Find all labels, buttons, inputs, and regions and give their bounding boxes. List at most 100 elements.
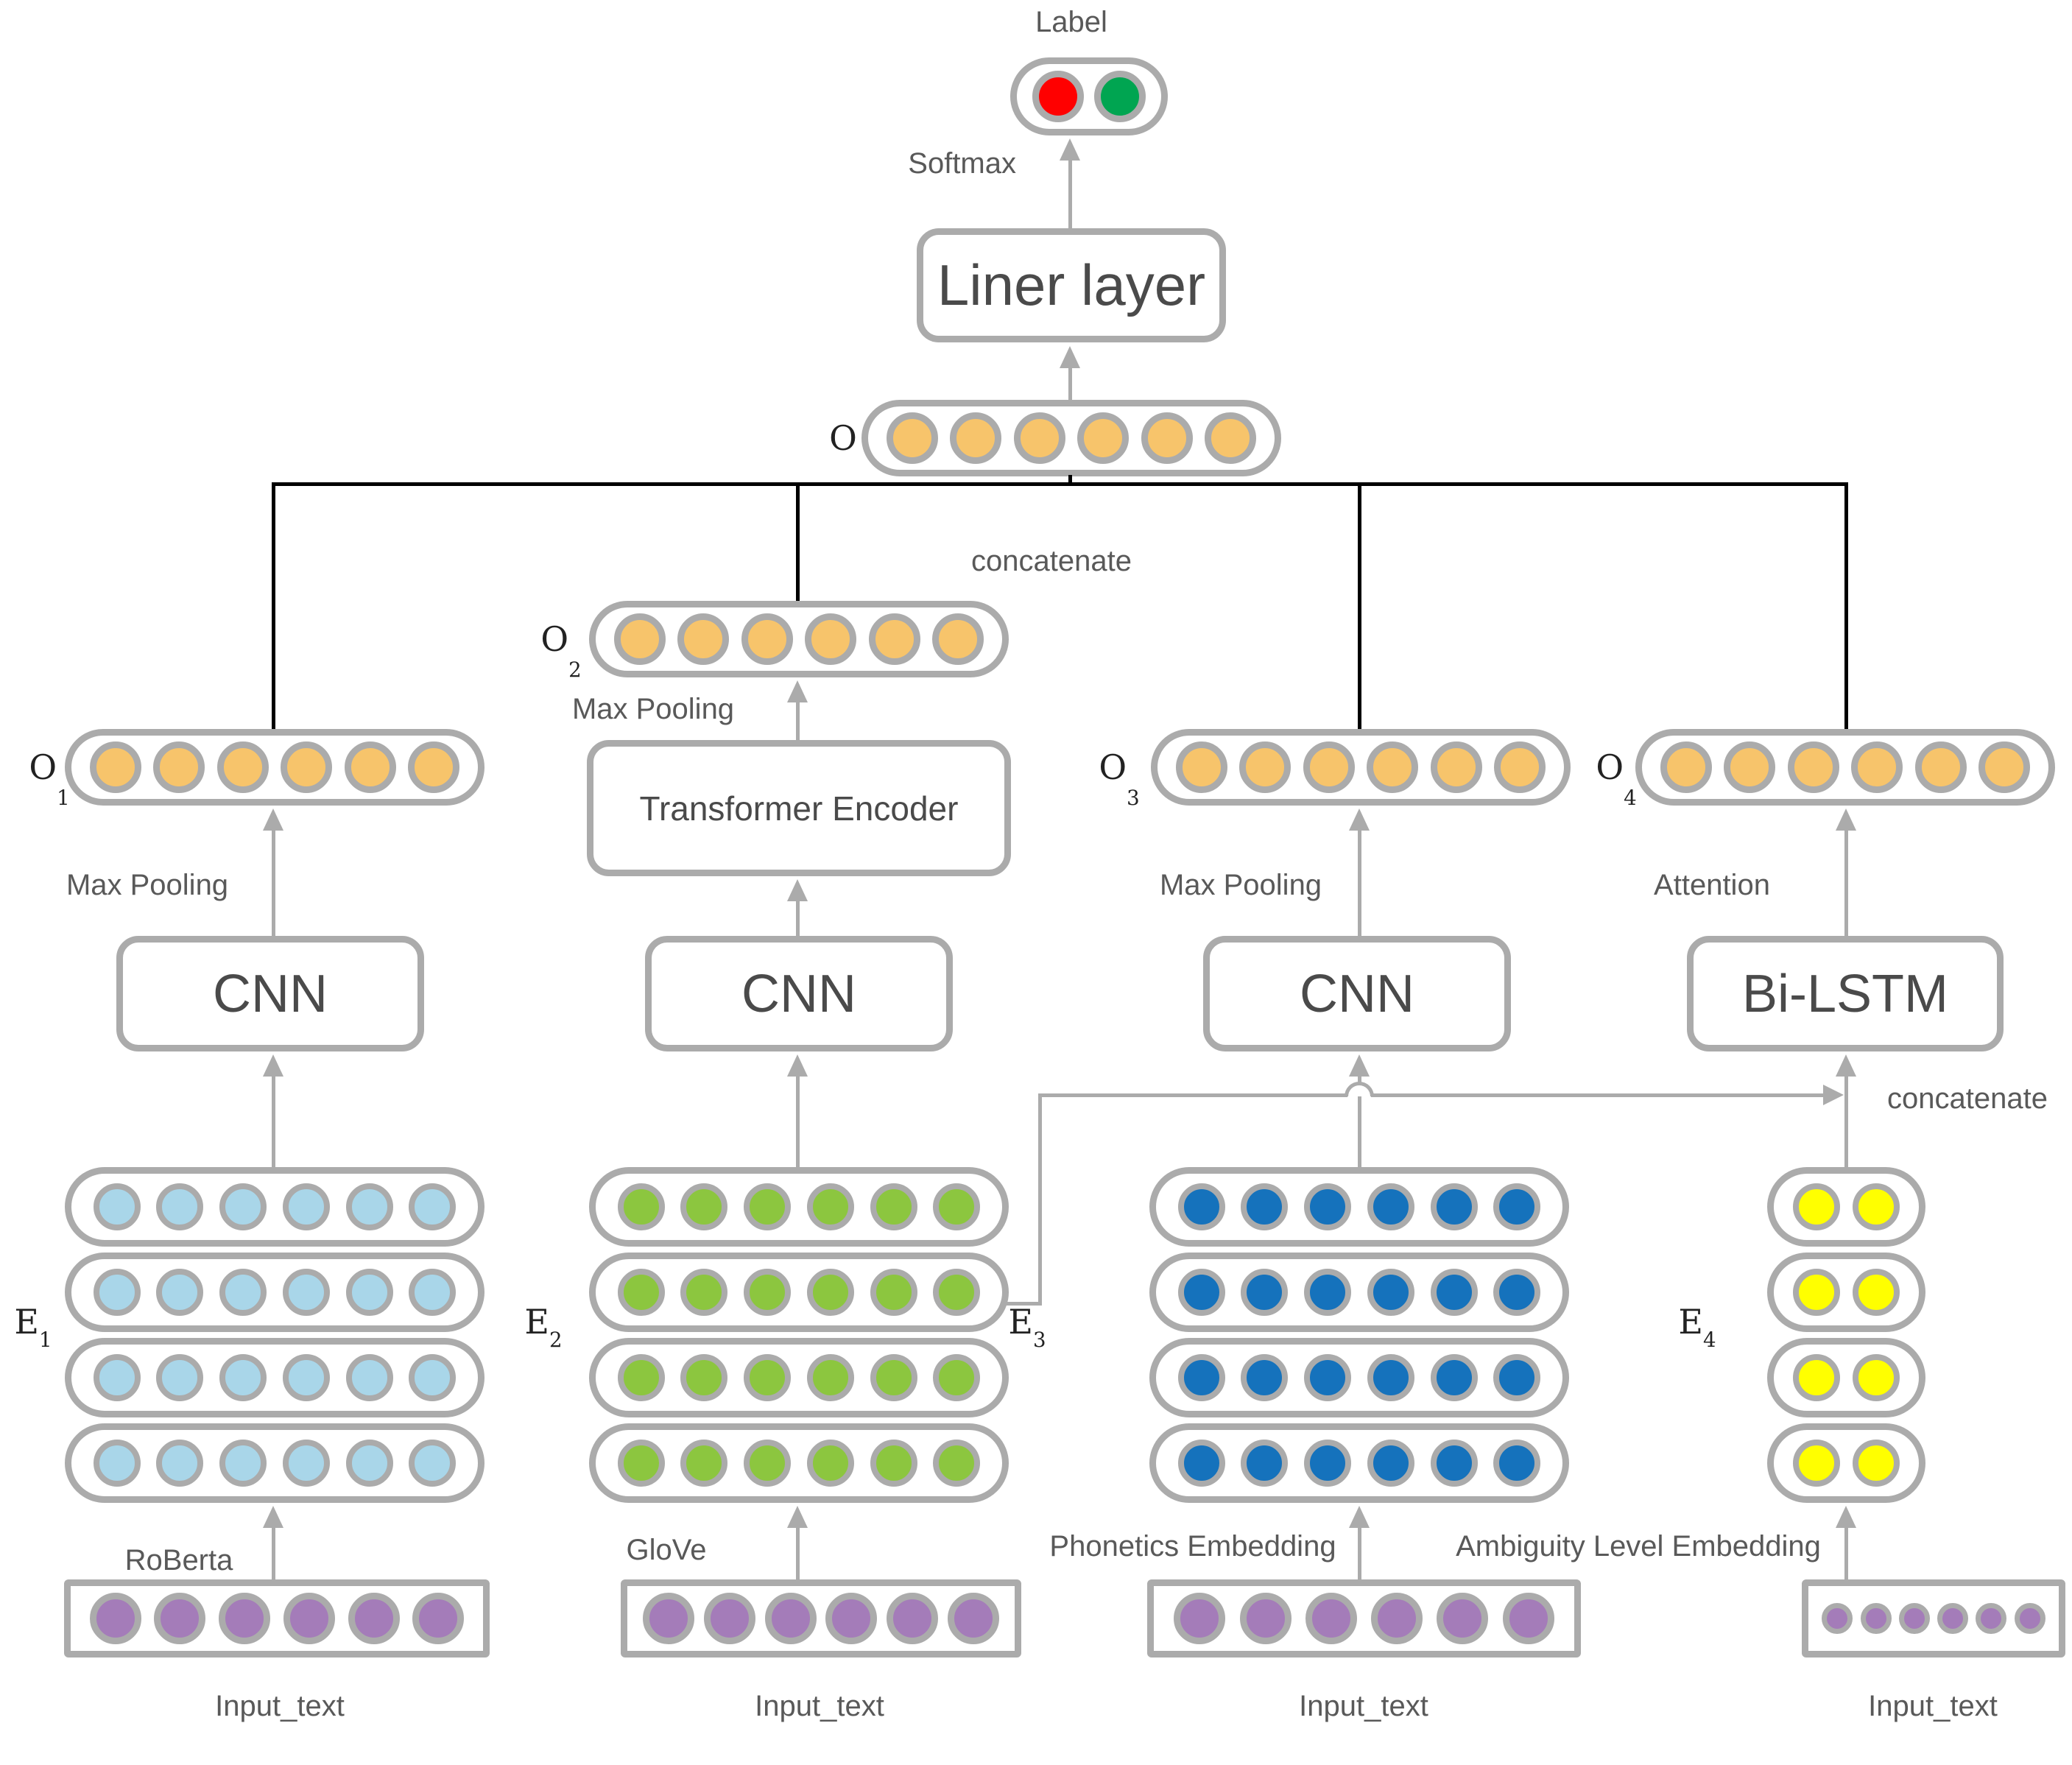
o1-vector <box>65 729 484 806</box>
glove-label: GloVe <box>626 1534 707 1566</box>
transformer-encoder-box: Transformer Encoder <box>587 740 1011 876</box>
e1-stack <box>65 1167 484 1509</box>
vector-dot <box>680 1183 728 1230</box>
vector-dot <box>680 1354 728 1401</box>
vector-dot <box>409 1183 457 1230</box>
o3-vector <box>1151 729 1571 806</box>
vector-dot <box>282 1354 330 1401</box>
vector-dot <box>345 1183 393 1230</box>
e1-row <box>65 1253 484 1332</box>
e1-row <box>65 1167 484 1247</box>
vector-dot <box>868 613 920 665</box>
vector-dot <box>216 741 269 793</box>
vector-dot <box>1305 1593 1357 1644</box>
label-dot-green <box>1093 71 1146 122</box>
vector-dot <box>154 1593 206 1644</box>
vector-dot <box>409 1440 457 1487</box>
e3-stack <box>1149 1167 1569 1509</box>
vector-dot <box>1241 1354 1289 1401</box>
vector-dot <box>219 1183 267 1230</box>
vector-dot <box>1853 1354 1900 1401</box>
input-vector-2 <box>621 1579 1021 1657</box>
vector-dot <box>613 613 666 665</box>
vector-dot <box>1239 1593 1292 1644</box>
vector-dot <box>764 1593 817 1644</box>
transformer-encoder-label: Transformer Encoder <box>639 789 959 828</box>
label-vector <box>1010 57 1168 135</box>
ambiguity-embedding-label: Ambiguity Level Embedding <box>1456 1530 1821 1563</box>
vector-dot <box>219 1440 267 1487</box>
label-dot-red <box>1032 71 1085 122</box>
vector-dot <box>156 1440 204 1487</box>
e2-concat-run-b <box>1371 1093 1826 1097</box>
o2-vector <box>589 601 1009 677</box>
vector-dot <box>409 1269 457 1316</box>
vector-dot <box>219 1593 271 1644</box>
vector-dot <box>950 412 1002 464</box>
vector-dot <box>1493 1354 1541 1401</box>
vector-dot <box>345 1440 393 1487</box>
vector-dot <box>1792 1440 1840 1487</box>
e3-row <box>1149 1253 1569 1332</box>
vector-dot <box>825 1593 878 1644</box>
vector-dot <box>1937 1603 1969 1634</box>
arrow-o2-line <box>796 698 800 740</box>
vector-dot <box>1660 741 1712 793</box>
vector-dot <box>1303 741 1355 793</box>
vector-dot <box>806 1269 854 1316</box>
vector-dot <box>744 1269 792 1316</box>
attention-label: Attention <box>1654 869 1770 901</box>
max-pooling-2-label: Max Pooling <box>571 693 735 725</box>
vector-dot <box>1792 1183 1840 1230</box>
vector-dot <box>93 1440 141 1487</box>
vector-dot <box>2014 1603 2045 1634</box>
vector-dot <box>1493 1269 1541 1316</box>
vector-dot <box>93 1183 141 1230</box>
vector-dot <box>1853 1183 1900 1230</box>
vector-dot <box>1494 741 1546 793</box>
vector-dot <box>219 1269 267 1316</box>
vector-dot <box>1304 1269 1352 1316</box>
vector-dot <box>1853 1440 1900 1487</box>
vector-dot <box>93 1354 141 1401</box>
e2-row <box>589 1253 1009 1332</box>
vector-dot <box>806 1354 854 1401</box>
o4-vector <box>1635 729 2055 806</box>
concat-drop-3 <box>1358 482 1361 730</box>
vector-dot <box>1792 1269 1840 1316</box>
vector-dot <box>1502 1593 1554 1644</box>
vector-dot <box>156 1269 204 1316</box>
cnn-3-label: CNN <box>1300 964 1414 1024</box>
vector-dot <box>1177 1440 1225 1487</box>
e2-stack <box>589 1167 1009 1509</box>
vector-dot <box>933 1269 981 1316</box>
vector-dot <box>1141 412 1193 464</box>
concat-drop-o <box>1068 475 1072 485</box>
arrow-o4-line <box>1844 826 1848 936</box>
vector-dot <box>1853 1269 1900 1316</box>
vector-dot <box>948 1593 1000 1644</box>
vector-dot <box>680 1440 728 1487</box>
vector-dot <box>282 1440 330 1487</box>
vector-dot <box>617 1269 665 1316</box>
vector-dot <box>348 1593 400 1644</box>
e4-row <box>1767 1167 1925 1247</box>
vector-dot <box>345 1269 393 1316</box>
vector-dot <box>1205 412 1257 464</box>
vector-dot <box>156 1183 204 1230</box>
input-text-label-1: Input_text <box>215 1690 345 1722</box>
concatenate-label: concatenate <box>971 545 1132 577</box>
vector-dot <box>1493 1440 1541 1487</box>
e2-concat-riser <box>1038 1095 1042 1306</box>
vector-dot <box>933 1354 981 1401</box>
vector-dot <box>89 741 141 793</box>
vector-dot <box>1239 741 1292 793</box>
vector-dot <box>408 741 460 793</box>
vector-dot <box>806 1440 854 1487</box>
roberta-label: RoBerta <box>124 1544 233 1576</box>
vector-dot <box>933 1183 981 1230</box>
e2-row <box>589 1423 1009 1503</box>
o-vector-label: O <box>829 418 857 458</box>
